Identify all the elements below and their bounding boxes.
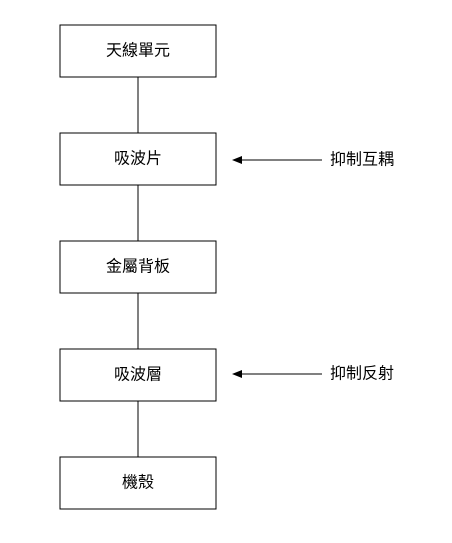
annotation-coupling-label: 抑制互耦 <box>330 150 394 169</box>
box-antenna-unit: 天線單元 <box>59 24 217 78</box>
annotation-arrow-coupling <box>232 156 322 164</box>
box-metal-backplate: 金屬背板 <box>59 240 217 294</box>
box-antenna-unit-label: 天線單元 <box>106 41 170 60</box>
annotation-reflection-label: 抑制反射 <box>330 364 394 383</box>
arrow-head-icon <box>232 370 242 378</box>
annotation-arrow-reflection <box>232 370 322 378</box>
box-absorber-sheet-label: 吸波片 <box>114 149 162 168</box>
box-absorber-layer-label: 吸波層 <box>114 365 162 384</box>
box-metal-backplate-label: 金屬背板 <box>106 257 170 276</box>
arrow-head-icon <box>232 156 242 164</box>
box-absorber-sheet: 吸波片 <box>59 132 217 186</box>
box-absorber-layer: 吸波層 <box>59 348 217 402</box>
box-housing: 機殼 <box>59 456 217 510</box>
box-housing-label: 機殼 <box>122 473 154 492</box>
